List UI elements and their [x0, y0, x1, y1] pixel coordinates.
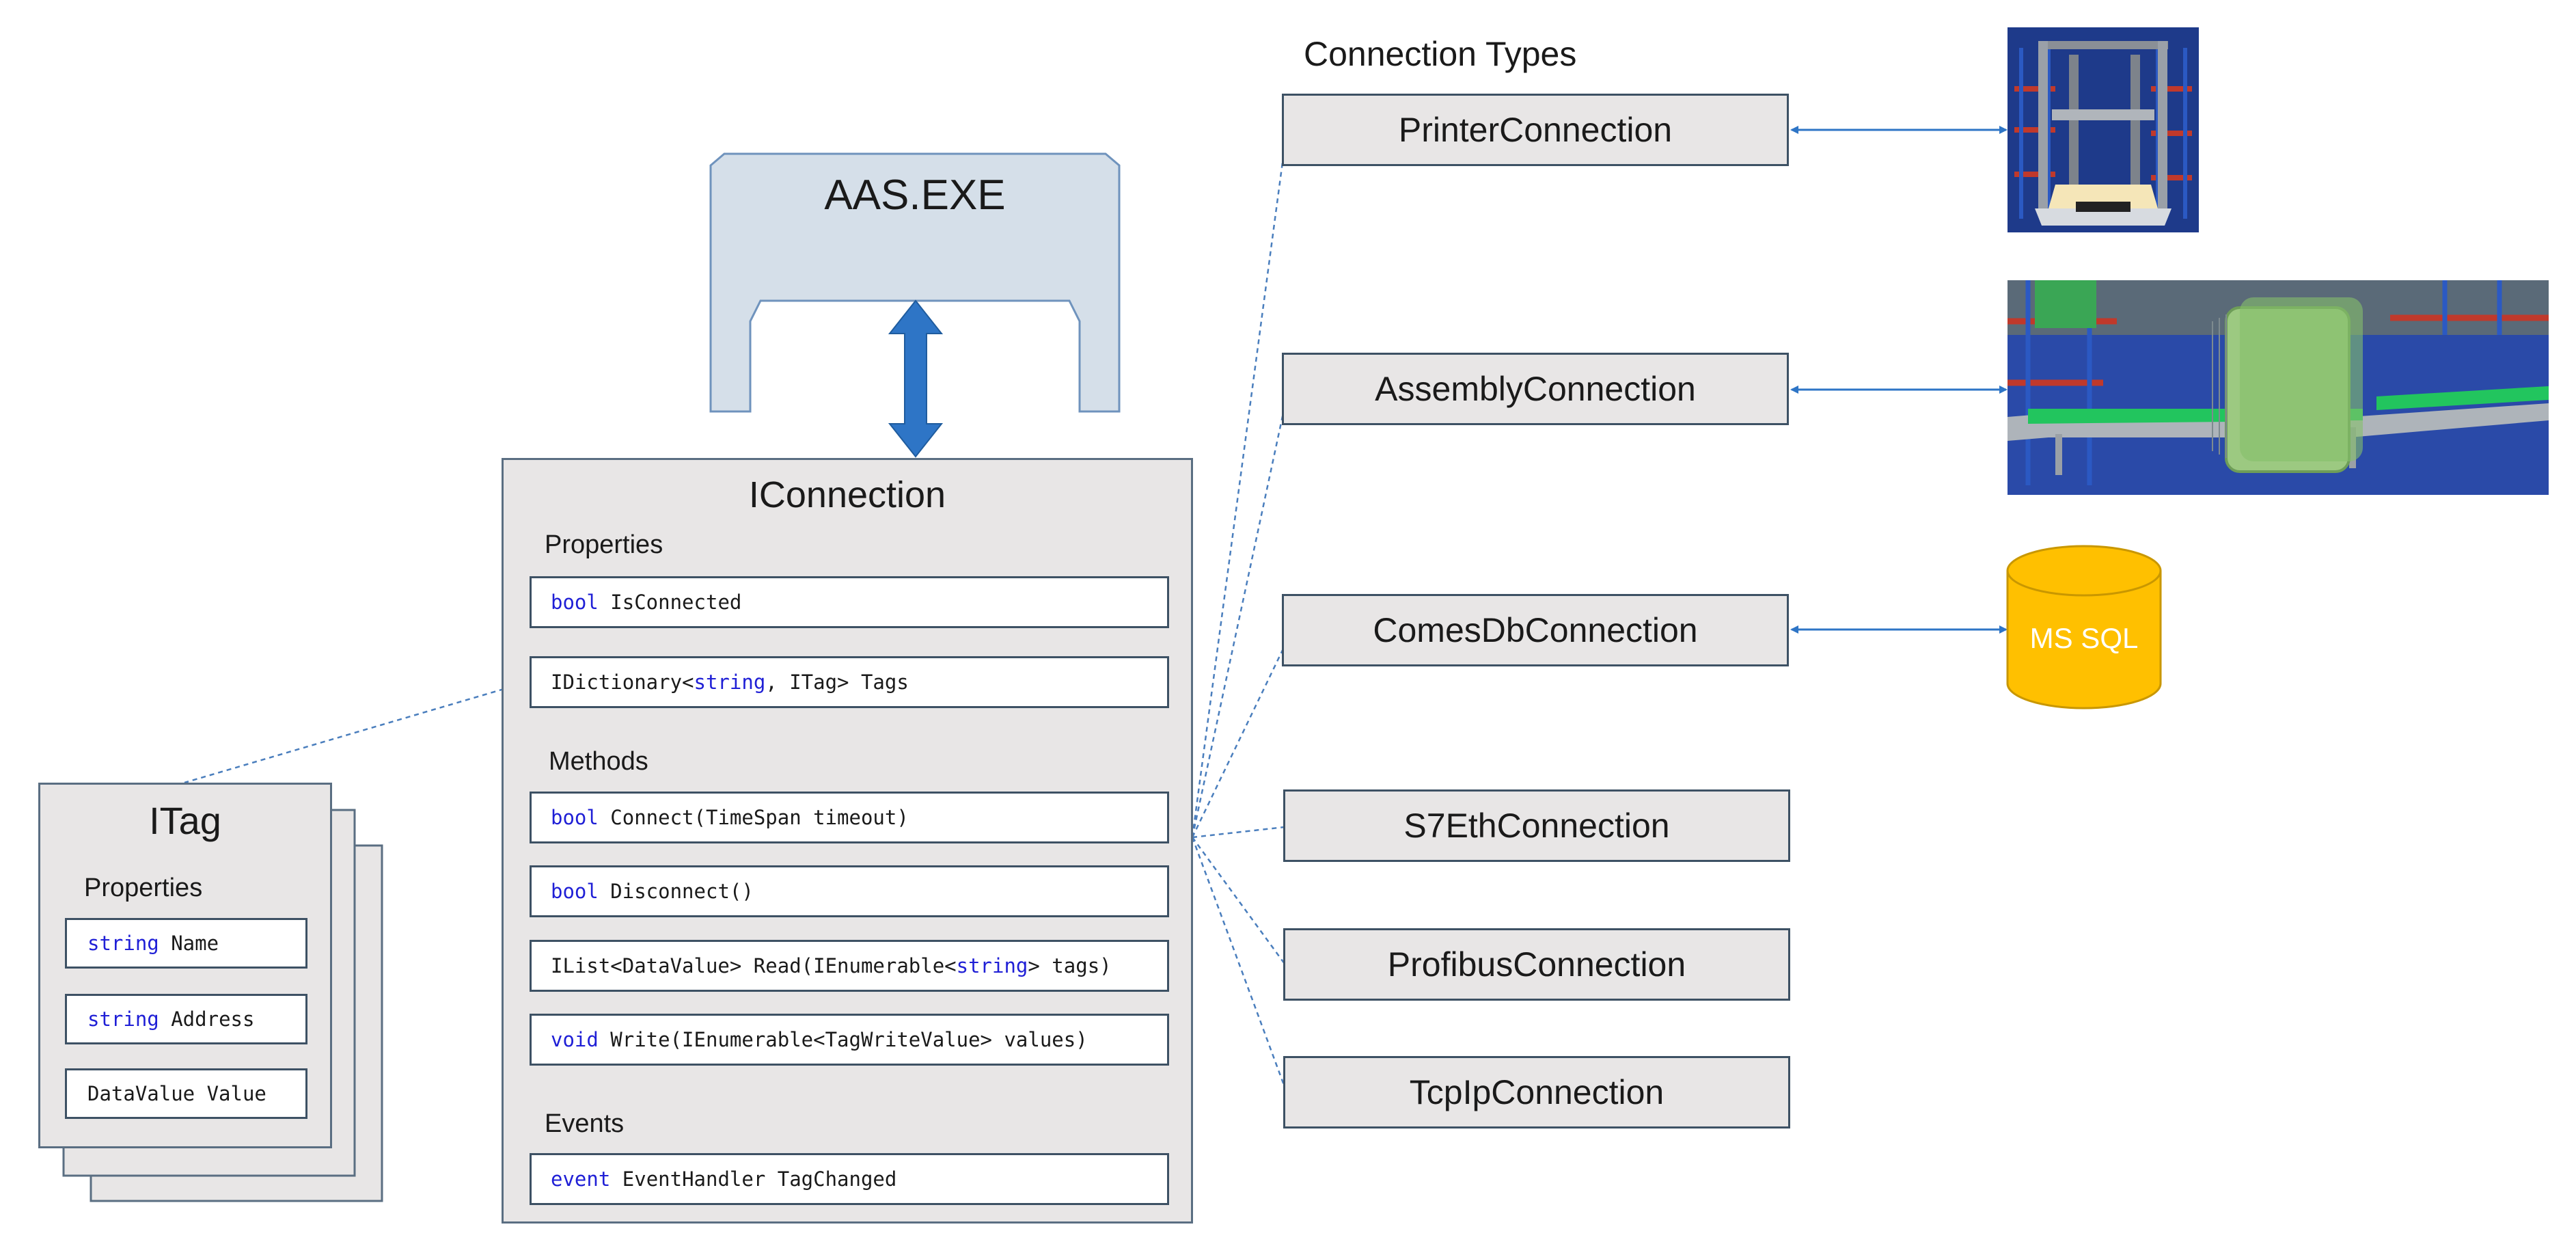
line-tags-itag	[184, 680, 530, 784]
database-label: MS SQL	[2029, 622, 2139, 654]
database-icon	[2006, 545, 2162, 709]
aas-exe-shape	[709, 152, 1121, 413]
member-text: IDictionary<	[551, 671, 694, 694]
keyword: string	[87, 932, 159, 955]
itag-box: ITag Properties string Name string Addre…	[38, 783, 332, 1148]
member-text: Write(IEnumerable<TagWriteValue> values)	[598, 1028, 1088, 1051]
member-text: DataValue Value	[87, 1082, 266, 1105]
member-text: Disconnect()	[598, 880, 754, 903]
itag-title: ITag	[149, 799, 221, 842]
iconnection-properties-label: Properties	[545, 530, 663, 559]
inheritance-lines	[184, 146, 1286, 1087]
keyword: bool	[551, 591, 599, 614]
keyword: string	[694, 671, 766, 694]
property-value: DataValue Value	[65, 1068, 307, 1119]
line-assembly	[1191, 406, 1286, 838]
connection-types-label: Connection Types	[1304, 35, 1577, 73]
member-text: IsConnected	[598, 591, 742, 614]
connection-printer: PrinterConnection	[1282, 94, 1789, 166]
property-tags: IDictionary<string, ITag> Tags	[530, 656, 1169, 708]
property-name: string Name	[65, 918, 307, 969]
line-profibus	[1191, 837, 1286, 964]
aas-iconnection-arrow	[888, 299, 944, 458]
method-write: void Write(IEnumerable<TagWriteValue> va…	[530, 1014, 1169, 1066]
connection-comesdb: ComesDbConnection	[1282, 594, 1789, 666]
3d-printer-image	[2008, 27, 2199, 232]
member-text: Name	[159, 932, 219, 955]
line-s7eth	[1192, 826, 1285, 839]
connection-s7eth: S7EthConnection	[1283, 789, 1790, 862]
keyword: bool	[551, 806, 599, 829]
member-text: EventHandler TagChanged	[610, 1167, 897, 1191]
keyword: string	[87, 1008, 159, 1031]
member-text: Address	[159, 1008, 255, 1031]
connection-profibus: ProfibusConnection	[1283, 928, 1790, 1001]
aas-exe-title: AAS.EXE	[824, 172, 1006, 219]
member-text: , ITag> Tags	[765, 671, 909, 694]
keyword: void	[551, 1028, 599, 1051]
method-connect: bool Connect(TimeSpan timeout)	[530, 792, 1169, 843]
property-isconnected: bool IsConnected	[530, 576, 1169, 628]
method-disconnect: bool Disconnect()	[530, 865, 1169, 917]
connection-assembly: AssemblyConnection	[1282, 353, 1789, 425]
connection-tcpip: TcpIpConnection	[1283, 1056, 1790, 1128]
iconnection-title: IConnection	[748, 474, 946, 515]
member-text: > tags)	[1028, 954, 1112, 977]
keyword: string	[956, 954, 1028, 977]
event-tagchanged: event EventHandler TagChanged	[530, 1153, 1169, 1205]
conveyor-assembly-image	[2008, 280, 2549, 495]
line-comesdb	[1191, 645, 1286, 838]
iconnection-methods-label: Methods	[549, 747, 648, 776]
method-read: IList<DataValue> Read(IEnumerable<string…	[530, 940, 1169, 992]
itag-properties-label: Properties	[84, 874, 203, 902]
iconnection-box: IConnection Properties bool IsConnected …	[502, 458, 1193, 1224]
line-printer	[1191, 146, 1286, 838]
member-text: IList<DataValue> Read(IEnumerable<	[551, 954, 957, 977]
property-address: string Address	[65, 994, 307, 1044]
keyword: bool	[551, 880, 599, 903]
line-tcpip	[1191, 837, 1286, 1087]
iconnection-events-label: Events	[545, 1109, 625, 1138]
keyword: event	[551, 1167, 611, 1191]
member-text: Connect(TimeSpan timeout)	[598, 806, 909, 829]
